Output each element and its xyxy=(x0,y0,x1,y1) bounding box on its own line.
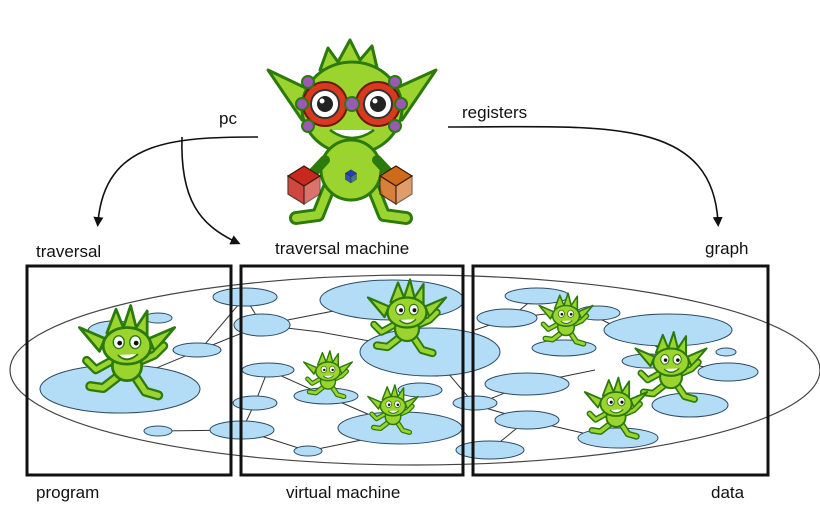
gremlin-mascot-icon xyxy=(266,38,438,225)
gremlin-icon xyxy=(585,378,647,437)
graph-nodes xyxy=(39,279,759,460)
virtual-machine-box xyxy=(239,264,465,477)
data-box xyxy=(471,264,770,477)
graph-label: graph xyxy=(705,239,748,258)
traversal-label: traversal xyxy=(36,242,101,261)
pc-label: pc xyxy=(219,109,237,128)
registers-label: registers xyxy=(462,103,527,122)
graph-outline-ellipse xyxy=(9,274,820,466)
data-label: data xyxy=(711,483,745,502)
program-label: program xyxy=(36,483,99,502)
program-box xyxy=(25,264,233,477)
pc-to-traversal-arrow xyxy=(93,136,259,227)
arrows xyxy=(93,125,723,245)
virtual-machine-label: virtual machine xyxy=(286,483,400,502)
registers-to-graph-arrow xyxy=(447,125,723,227)
traversal-machine-label: traversal machine xyxy=(275,239,409,258)
pc-to-traversal-machine-arrow xyxy=(181,136,241,245)
